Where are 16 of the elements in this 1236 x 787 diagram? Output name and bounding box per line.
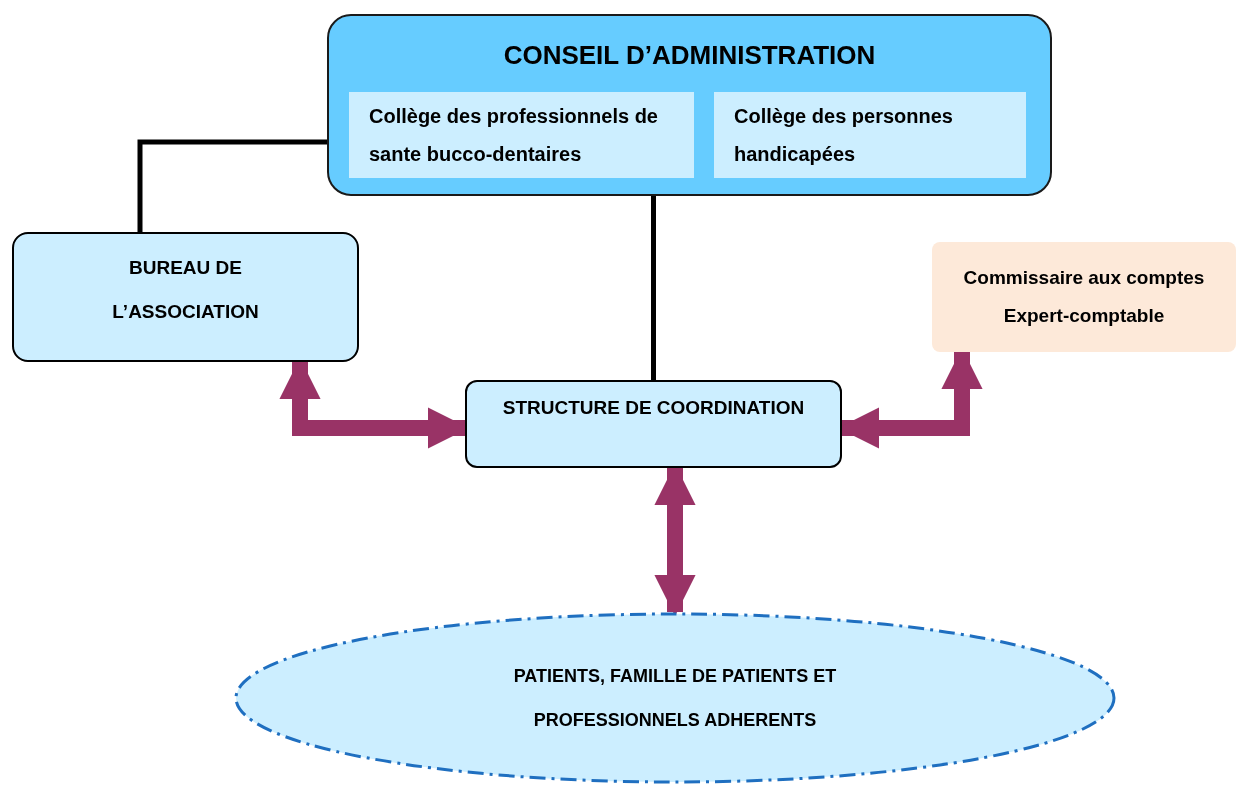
connector-line — [137, 139, 327, 232]
college-label: Collège des personnes handicapées — [734, 104, 954, 167]
coordination-box — [465, 380, 842, 468]
board-box — [327, 14, 1052, 196]
coordination-label: STRUCTURE DE COORDINATION — [502, 396, 805, 420]
bureau-label: BUREAU DE L’ASSOCIATION — [111, 256, 260, 324]
board-title: CONSEIL D’ADMINISTRATION — [502, 39, 877, 72]
college-box — [349, 92, 694, 178]
auditor-box — [932, 242, 1236, 352]
connector-line — [651, 196, 656, 380]
bureau-box — [12, 232, 359, 362]
college-label: Collège des professionnels de sante bucco-dentaires — [369, 104, 659, 167]
members-label: PATIENTS, FAMILLE DE PATIENTS ET PROFESSIONNELS ADHERENTS — [512, 665, 838, 732]
college-box — [714, 92, 1026, 178]
auditor-label: Expert-comptable — [1003, 304, 1165, 328]
auditor-label: Commissaire aux comptes — [963, 266, 1205, 290]
